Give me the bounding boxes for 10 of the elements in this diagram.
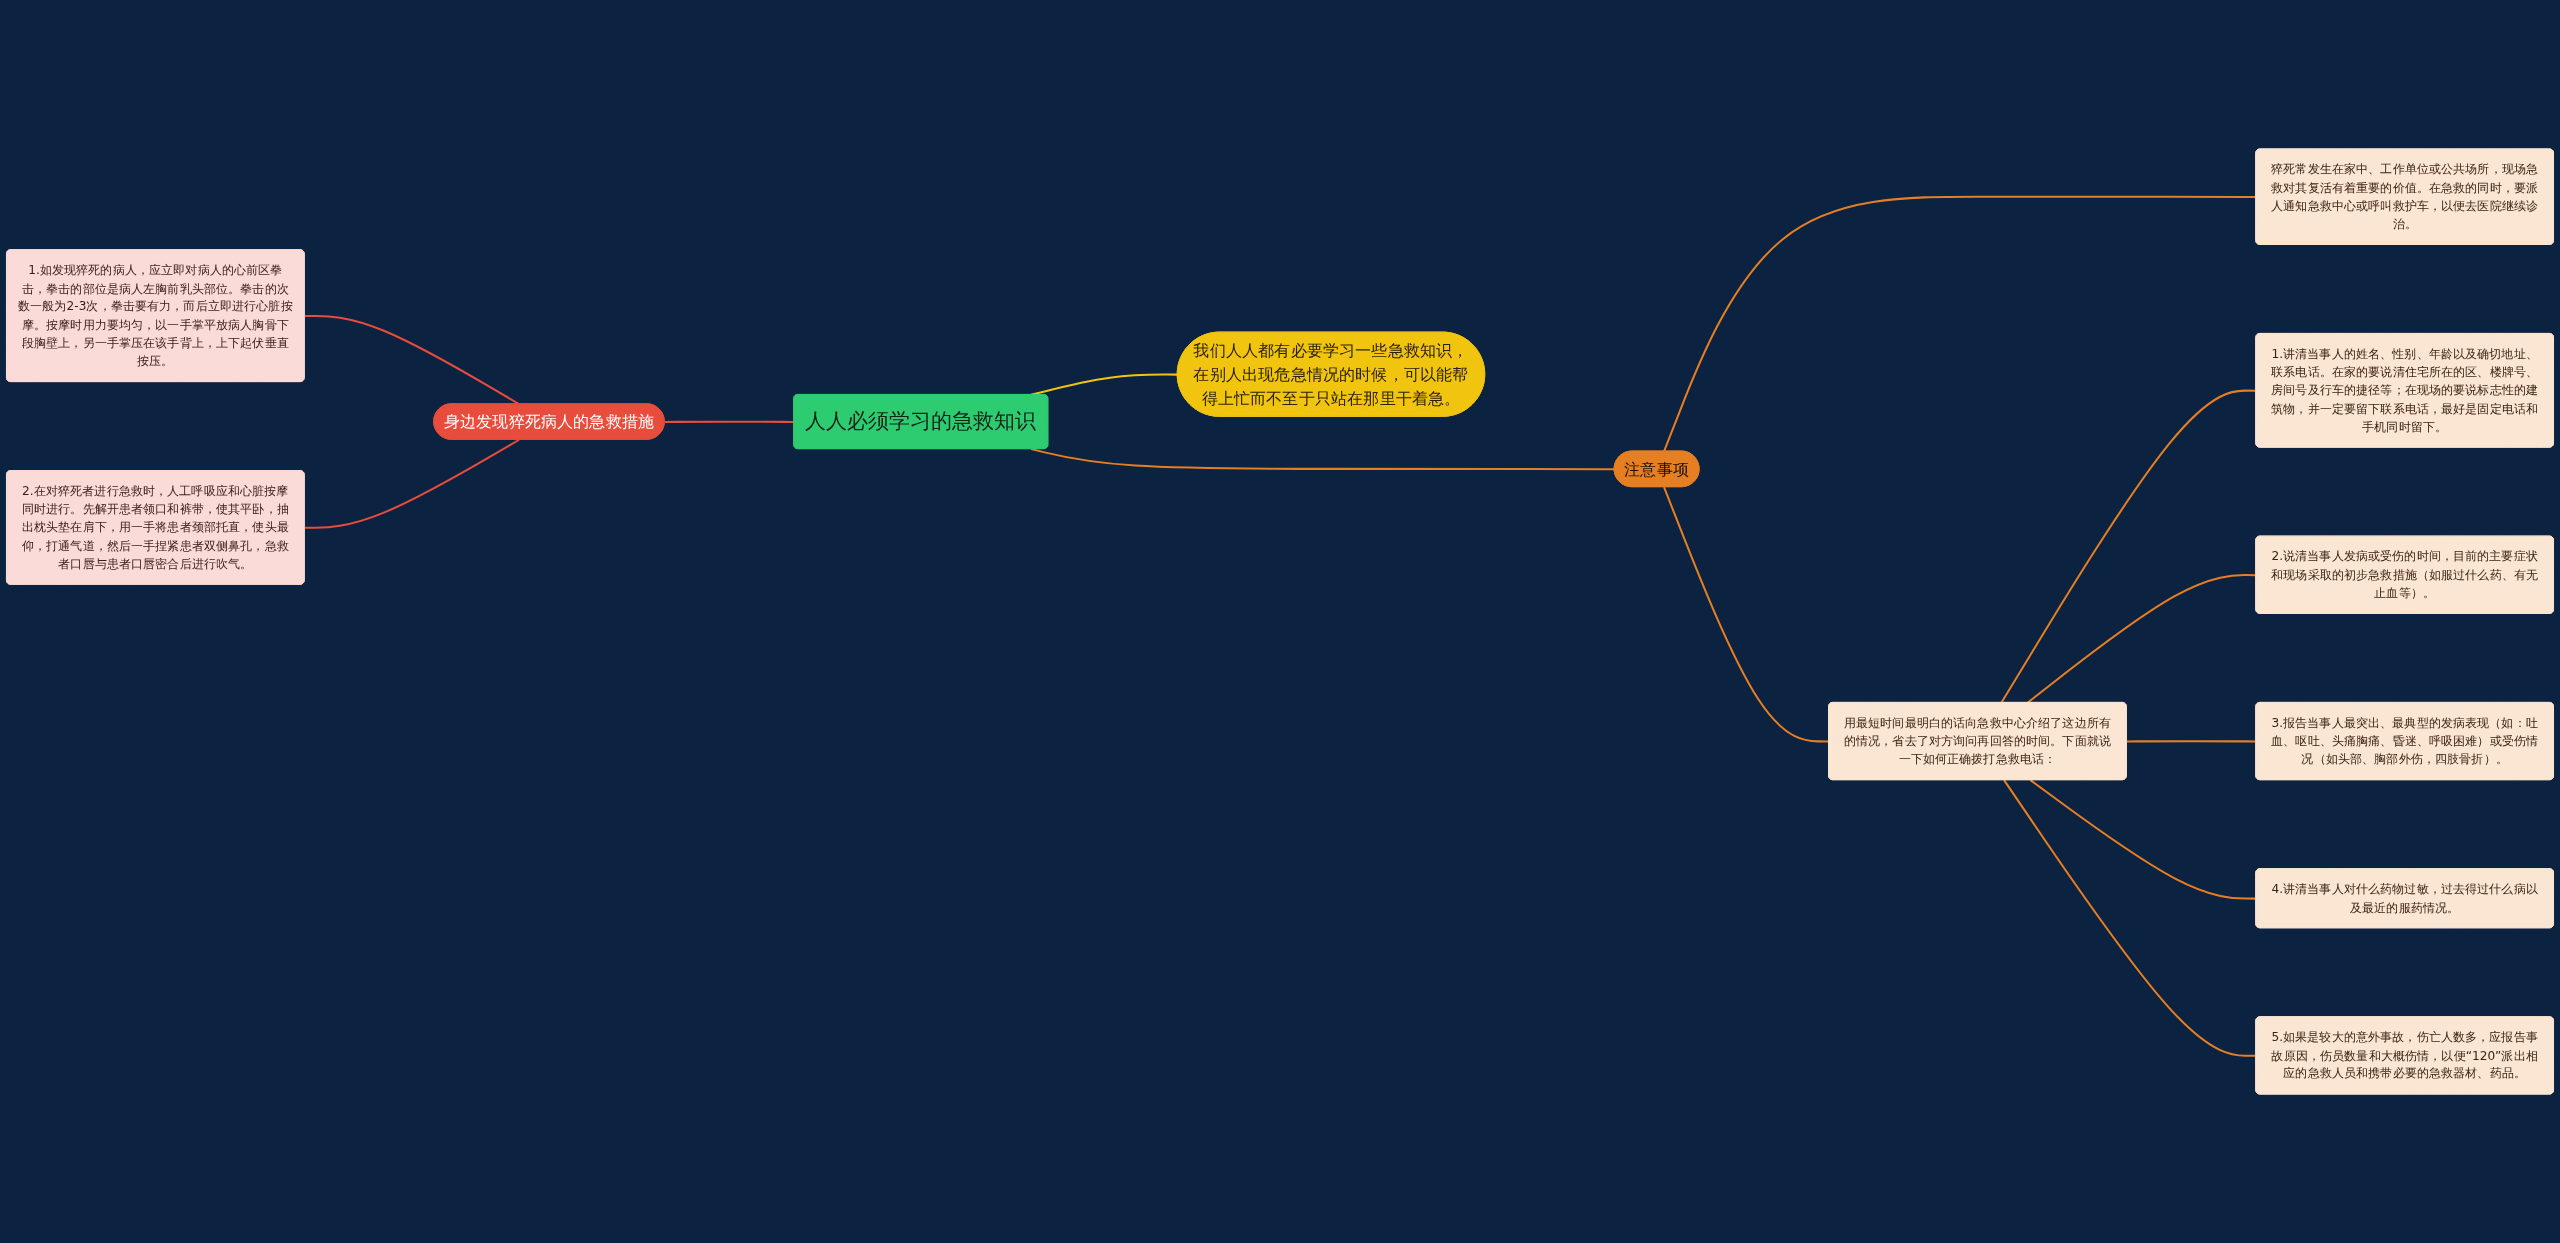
connector bbox=[2126, 740, 2257, 743]
connector bbox=[2029, 779, 2257, 900]
connector bbox=[2026, 574, 2257, 704]
connector bbox=[304, 438, 520, 529]
connector bbox=[1663, 195, 2257, 452]
connector bbox=[1663, 486, 1829, 743]
connector bbox=[2003, 779, 2257, 1057]
connector bbox=[1030, 448, 1615, 471]
connector bbox=[664, 420, 795, 423]
connector bbox=[2000, 389, 2257, 704]
